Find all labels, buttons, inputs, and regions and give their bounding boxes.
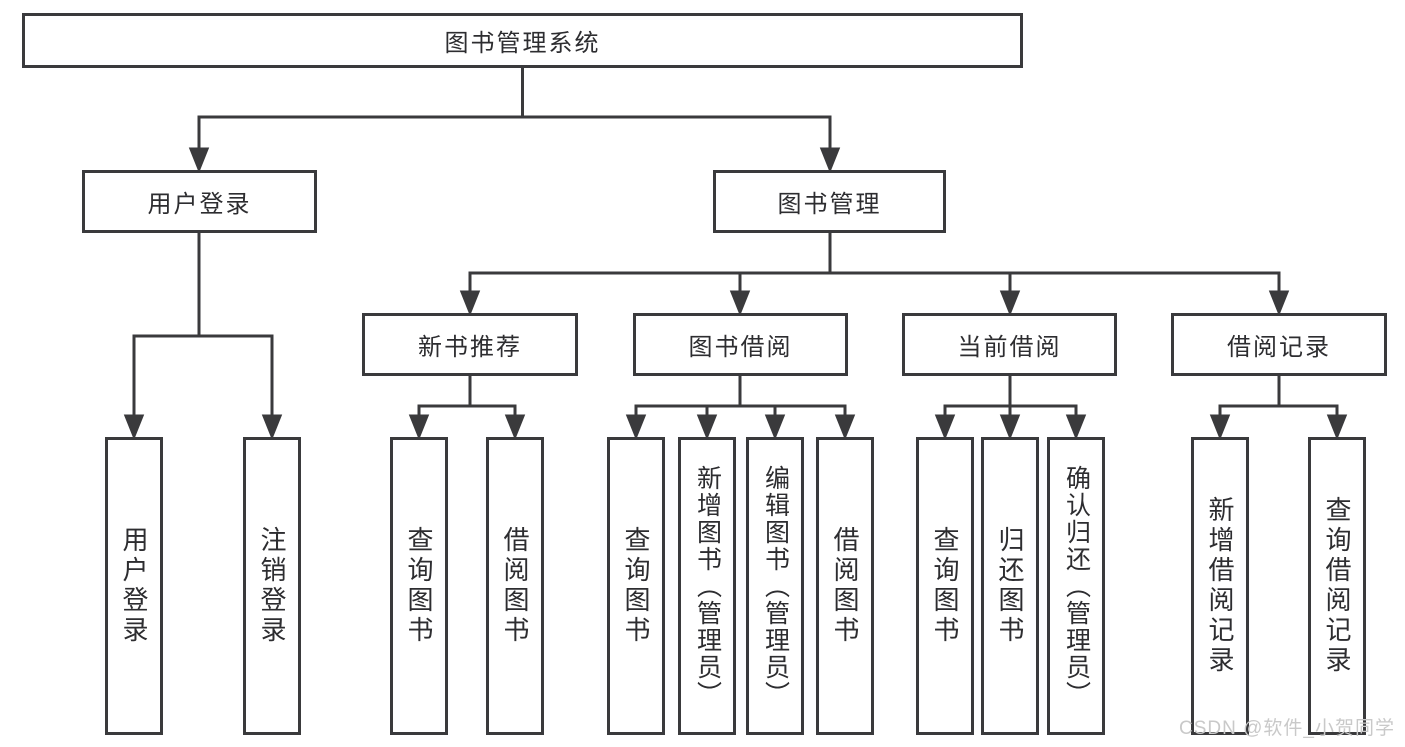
leaf-user-login: 用户登录 [105, 437, 163, 735]
node-book-mgmt: 图书管理 [713, 170, 946, 233]
leaf-newbooks-query: 查询图书 [390, 437, 448, 735]
edges-current-borrow-to-leaves [934, 376, 1087, 441]
leaf-bookborrow-query: 查询图书 [607, 437, 665, 735]
leaf-bookborrow-borrow-label: 借阅图书 [830, 526, 860, 646]
leaf-bookborrow-query-label: 查询图书 [621, 526, 651, 646]
leaf-records-add: 新增借阅记录 [1191, 437, 1249, 735]
node-current-borrow: 当前借阅 [902, 313, 1117, 376]
edges-book-mgmt-to-level3 [459, 233, 1290, 317]
edges-user-login-to-leaves [123, 233, 283, 441]
edges-book-borrow-to-leaves [625, 376, 856, 441]
leaf-user-login-label: 用户登录 [119, 526, 149, 646]
leaf-current-query-label: 查询图书 [930, 526, 960, 646]
node-borrow-records-label: 借阅记录 [1227, 334, 1331, 361]
leaf-records-add-label: 新增借阅记录 [1205, 496, 1235, 676]
leaf-newbooks-borrow-label: 借阅图书 [500, 526, 530, 646]
leaf-newbooks-query-label: 查询图书 [404, 526, 434, 646]
node-current-borrow-label: 当前借阅 [957, 334, 1062, 361]
leaf-records-query: 查询借阅记录 [1308, 437, 1366, 735]
node-new-books: 新书推荐 [362, 313, 578, 376]
node-root: 图书管理系统 [22, 13, 1023, 68]
leaf-logout-label: 注销登录 [257, 526, 287, 646]
node-new-books-label: 新书推荐 [418, 334, 522, 361]
watermark: CSDN @软件_小贺同学 [1179, 718, 1395, 739]
leaf-bookborrow-add: 新增图书（管理员） [678, 437, 736, 735]
leaf-current-query: 查询图书 [916, 437, 974, 735]
edges-new-books-to-leaves [408, 376, 526, 441]
leaf-bookborrow-borrow: 借阅图书 [816, 437, 874, 735]
leaf-bookborrow-edit: 编辑图书（管理员） [746, 437, 804, 735]
leaf-current-confirm: 确认归还（管理员） [1047, 437, 1105, 735]
leaf-records-query-label: 查询借阅记录 [1322, 496, 1352, 676]
leaf-current-return: 归还图书 [981, 437, 1039, 735]
node-root-label: 图书管理系统 [444, 30, 601, 57]
node-user-login: 用户登录 [82, 170, 317, 233]
node-book-mgmt-label: 图书管理 [777, 191, 882, 218]
leaf-bookborrow-edit-label: 编辑图书（管理员） [761, 464, 790, 708]
leaf-current-return-label: 归还图书 [995, 526, 1025, 646]
edges-root-to-level2 [188, 68, 841, 174]
node-book-borrow: 图书借阅 [633, 313, 848, 376]
node-user-login-label: 用户登录 [147, 191, 252, 218]
leaf-current-confirm-label: 确认归还（管理员） [1062, 464, 1091, 708]
leaf-newbooks-borrow: 借阅图书 [486, 437, 544, 735]
edges-borrow-records-to-leaves [1209, 376, 1348, 441]
node-borrow-records: 借阅记录 [1171, 313, 1387, 376]
leaf-logout: 注销登录 [243, 437, 301, 735]
node-book-borrow-label: 图书借阅 [688, 334, 793, 361]
leaf-bookborrow-add-label: 新增图书（管理员） [693, 464, 722, 708]
